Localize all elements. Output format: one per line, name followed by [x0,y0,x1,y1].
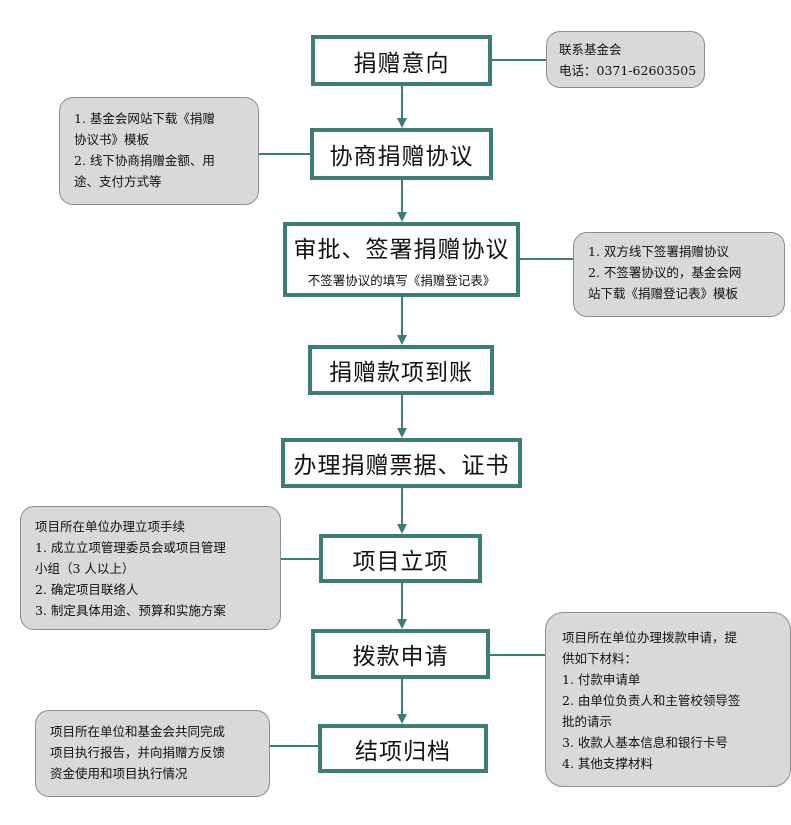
note-line: 3. 收款人基本信息和银行卡号 [562,735,728,750]
note-line: 3. 制定具体用途、预算和实施方案 [35,603,226,618]
note-line: 2. 由单位负责人和主管校领导签 [562,693,741,708]
note-sign: 1. 双方线下签署捐赠协议 2. 不签署协议的，基金会网 站下载《捐赠登记表》模… [573,232,785,317]
note-line: 批的请示 [562,714,613,729]
note-line: 资金使用和项目执行情况 [50,766,188,781]
note-project-setup: 项目所在单位办理立项手续 1. 成立立项管理委员会或项目管理 小组（3 人以上）… [20,506,281,630]
step-label: 拨款申请 [352,644,449,670]
note-line: 1. 基金会网站下载《捐赠 [74,111,215,126]
note-line: 联系基金会 [559,42,622,57]
step-negotiate-agreement: 协商捐赠协议 [310,128,493,180]
note-line: 供如下材料： [562,651,638,666]
note-line: 1. 成立立项管理委员会或项目管理 [35,540,226,555]
note-contact: 联系基金会 电话：0371-62603505 [546,31,705,88]
note-line: 项目执行报告，并向捐赠方反馈 [50,745,226,760]
step-label: 项目立项 [352,548,449,575]
note-line: 2. 线下协商捐赠金额、用 [74,153,215,168]
note-line: 协议书》模板 [74,132,150,147]
note-line: 1. 双方线下签署捐赠协议 [588,244,729,259]
note-line: 1. 付款申请单 [562,672,641,687]
step-label: 捐赠款项到账 [329,360,473,386]
note-line: 2. 确定项目联络人 [35,582,139,597]
note-line: 项目所在单位办理立项手续 [35,519,186,534]
note-negotiate: 1. 基金会网站下载《捐赠 协议书》模板 2. 线下协商捐赠金额、用 途、支付方… [59,97,259,205]
step-sublabel: 不签署协议的填写《捐赠登记表》 [307,273,496,288]
step-label: 捐赠意向 [353,50,450,77]
step-label: 结项归档 [355,738,451,765]
step-label: 协商捐赠协议 [329,144,474,170]
note-line: 途、支付方式等 [74,174,162,189]
note-line: 4. 其他支撑材料 [562,756,653,771]
step-label: 办理捐赠票据、证书 [293,453,510,479]
note-line: 小组（3 人以上） [35,561,135,576]
step-approve-sign-agreement: 审批、签署捐赠协议 不签署协议的填写《捐赠登记表》 [283,222,520,297]
note-line: 2. 不签署协议的，基金会网 [588,265,742,280]
step-receipts-certificates: 办理捐赠票据、证书 [281,438,522,488]
note-line: 电话：0371-62603505 [559,63,697,78]
note-line: 项目所在单位办理拨款申请，提 [562,630,738,645]
note-closing: 项目所在单位和基金会共同完成 项目执行报告，并向捐赠方反馈 资金使用和项目执行情… [35,710,270,797]
step-closing-archive: 结项归档 [318,724,488,773]
note-funding-application: 项目所在单位办理拨款申请，提 供如下材料： 1. 付款申请单 2. 由单位负责人… [545,612,791,787]
step-funding-application: 拨款申请 [311,629,490,679]
note-line: 项目所在单位和基金会共同完成 [50,724,226,739]
step-donation-intent: 捐赠意向 [311,35,492,86]
step-label: 审批、签署捐赠协议 [293,237,510,263]
note-line: 站下载《捐赠登记表》模板 [588,286,739,301]
step-project-setup: 项目立项 [319,534,482,583]
step-funds-received: 捐赠款项到账 [308,345,494,395]
